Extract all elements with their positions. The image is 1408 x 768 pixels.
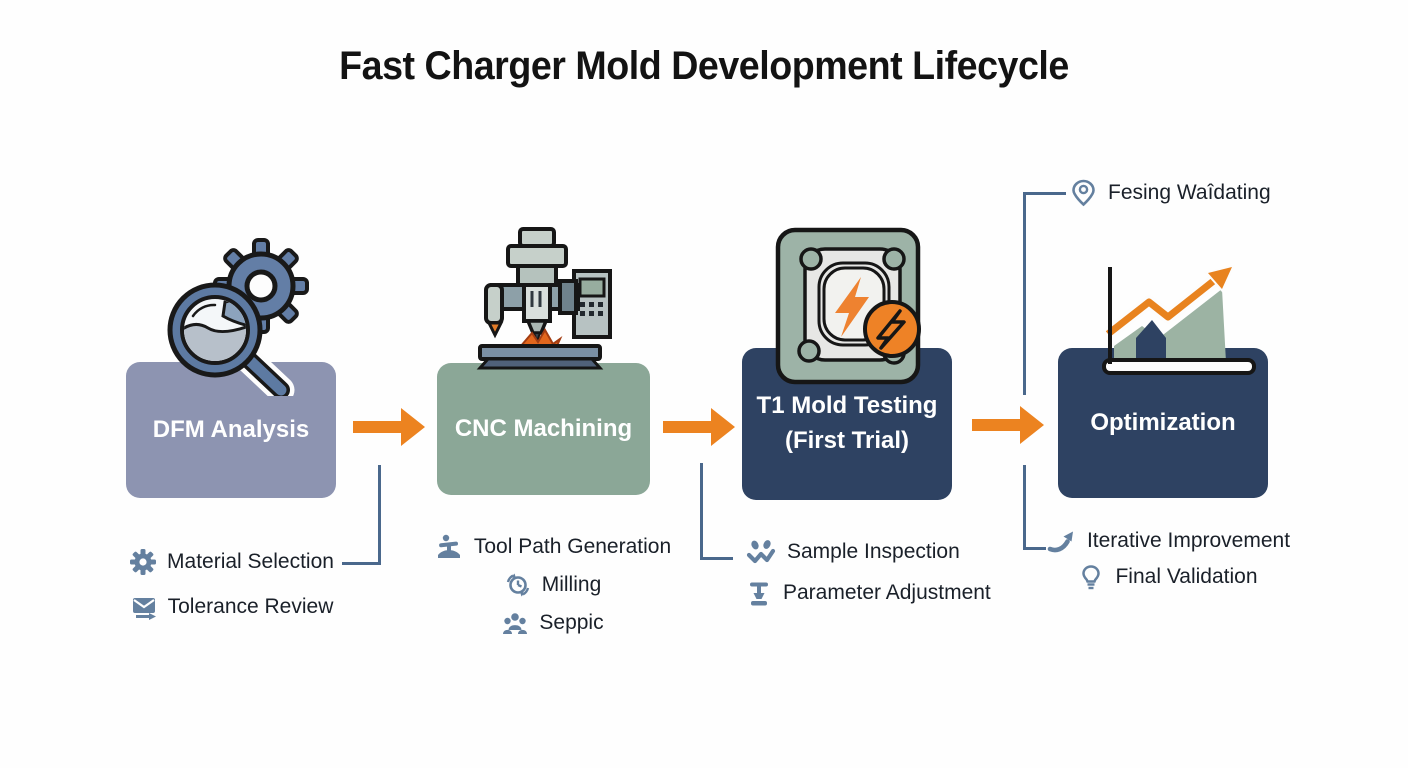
stage-label: DFM Analysis [152, 415, 310, 443]
list-item-label: Iterative Improvement [1086, 529, 1291, 552]
list-item-label: Final Validation [1115, 565, 1258, 588]
dfm-sublist: Material Selection Tolerance Review [112, 549, 352, 620]
growth-chart-icon [1102, 264, 1256, 375]
list-item-label: Fesing Waîdating [1108, 181, 1271, 204]
list-item: Milling [505, 572, 602, 598]
list-item: Parameter Adjustment [746, 580, 991, 606]
list-item: Sample Inspection [746, 539, 960, 565]
magnifier-gear-icon [167, 238, 309, 396]
stage-box-cnc-machining: CNC Machining [437, 363, 650, 495]
list-item-label: Tool Path Generation [473, 535, 672, 558]
list-item-label: Parameter Adjustment [783, 581, 991, 604]
optimization-callout: Fesing Waîdating [1070, 179, 1271, 207]
envelope-icon [132, 598, 156, 620]
connector-optimization-sublist [1023, 465, 1046, 550]
stage-label-line2: (First Trial) [784, 427, 910, 454]
flow-arrow-icon [663, 408, 735, 446]
clock-icon [506, 573, 529, 597]
list-item: Iterative Improvement [1046, 528, 1290, 554]
swoosh-arrow-icon [1047, 531, 1073, 553]
optimization-sublist: Iterative Improvement Final Validation [1032, 528, 1304, 590]
connector-t1-sublist [700, 463, 733, 560]
list-item-label: Seppic [539, 611, 604, 634]
cnc-machine-icon [476, 227, 612, 370]
mold-lightning-icon [775, 227, 921, 385]
stage-label: Optimization [1090, 408, 1236, 436]
press-icon [437, 534, 460, 558]
connector-dfm-sublist [342, 465, 381, 565]
gear-icon [130, 549, 157, 575]
inspection-icon [746, 540, 776, 564]
stage-label: T1 Mold Testing [756, 392, 938, 420]
flow-arrow-icon [972, 406, 1044, 444]
page-title: Fast Charger Mold Development Lifecycle [339, 44, 1069, 88]
connector-optimization-callout [1023, 192, 1066, 395]
list-item: Seppic [502, 610, 604, 636]
cnc-sublist: Tool Path Generation Milling [428, 534, 678, 636]
list-item: Final Validation [1078, 564, 1258, 590]
list-item: Tolerance Review [131, 594, 334, 620]
location-pin-icon [1072, 179, 1095, 207]
people-icon [503, 613, 528, 634]
list-item: Tool Path Generation [435, 534, 671, 560]
t1-sublist: Sample Inspection Parameter Adjustment [746, 539, 991, 606]
list-item: Material Selection [130, 549, 334, 575]
stage-box-dfm-analysis: DFM Analysis [126, 362, 336, 498]
list-item-label: Material Selection [167, 550, 334, 573]
flow-arrow-icon [353, 408, 425, 446]
stage-label: CNC Machining [454, 414, 633, 442]
clamp-icon [750, 582, 768, 605]
list-item: Fesing Waîdating [1070, 179, 1271, 207]
list-item-label: Milling [541, 573, 602, 596]
lightbulb-icon [1082, 564, 1101, 589]
list-item-label: Tolerance Review [167, 595, 334, 618]
list-item-label: Sample Inspection [787, 540, 960, 563]
